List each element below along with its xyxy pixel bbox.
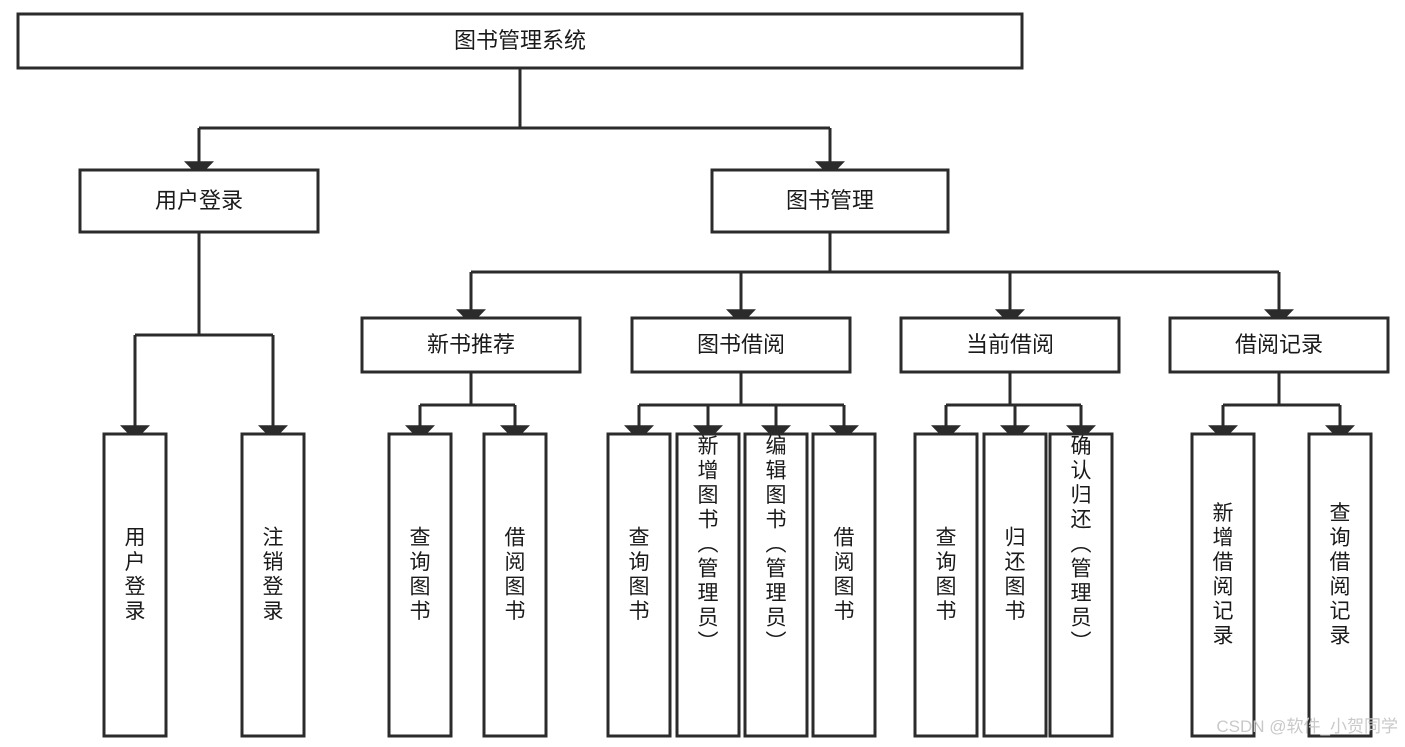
node-label-leaf-logout: 注销登录 xyxy=(263,526,284,623)
node-leaf-user-login[interactable]: 用户登录 xyxy=(102,432,168,738)
node-box-leaf-query-book-3[interactable] xyxy=(913,432,979,738)
node-label-leaf-query-book-1: 查询图书 xyxy=(410,526,431,623)
node-box-leaf-logout[interactable] xyxy=(240,432,306,738)
node-box-book-borrow[interactable] xyxy=(630,316,852,374)
connector-from-book-manage xyxy=(456,232,1294,325)
node-box-leaf-edit-book[interactable] xyxy=(743,432,809,738)
node-box-leaf-borrow-book-2[interactable] xyxy=(811,432,877,738)
node-leaf-query-book-1[interactable]: 查询图书 xyxy=(387,432,453,738)
node-label-user-login: 用户登录 xyxy=(155,188,243,213)
node-box-root[interactable] xyxy=(16,12,1024,70)
node-label-borrow-record: 借阅记录 xyxy=(1235,332,1323,357)
node-label-book-borrow: 图书借阅 xyxy=(697,332,785,357)
node-label-leaf-query-book-2: 查询图书 xyxy=(629,526,650,623)
node-label-leaf-borrow-book-2: 借阅图书 xyxy=(834,526,855,623)
node-box-leaf-user-login[interactable] xyxy=(102,432,168,738)
csdn-watermark: CSDN @软件_小贺同学 xyxy=(1216,717,1398,736)
node-label-leaf-query-book-3: 查询图书 xyxy=(936,526,957,623)
node-new-book-rec[interactable]: 新书推荐 xyxy=(360,316,582,374)
node-boxes: 图书管理系统用户登录图书管理新书推荐图书借阅当前借阅借阅记录用户登录注销登录查询… xyxy=(16,12,1390,738)
connector-from-user-login xyxy=(120,232,288,441)
node-leaf-query-book-2[interactable]: 查询图书 xyxy=(606,432,672,738)
node-box-borrow-record[interactable] xyxy=(1168,316,1390,374)
node-root[interactable]: 图书管理系统 xyxy=(16,12,1024,70)
node-label-new-book-rec: 新书推荐 xyxy=(427,332,515,357)
connector-from-book-borrow xyxy=(624,372,859,441)
node-leaf-confirm-return[interactable]: 确认归还︵管理员︶ xyxy=(1048,432,1114,738)
node-leaf-query-record[interactable]: 查询借阅记录 xyxy=(1307,432,1373,738)
node-leaf-add-book[interactable]: 新增图书︵管理员︶ xyxy=(675,432,741,738)
node-label-leaf-add-book: 新增图书︵管理员︶ xyxy=(698,435,719,654)
node-leaf-query-book-3[interactable]: 查询图书 xyxy=(913,432,979,738)
node-book-manage[interactable]: 图书管理 xyxy=(710,168,950,234)
node-leaf-return-book[interactable]: 归还图书 xyxy=(982,432,1048,738)
node-label-leaf-edit-book: 编辑图书︵管理员︶ xyxy=(766,435,787,654)
node-box-leaf-borrow-book-1[interactable] xyxy=(482,432,548,738)
node-leaf-logout[interactable]: 注销登录 xyxy=(240,432,306,738)
node-label-leaf-query-record: 查询借阅记录 xyxy=(1330,502,1351,648)
node-box-book-manage[interactable] xyxy=(710,168,950,234)
node-box-leaf-return-book[interactable] xyxy=(982,432,1048,738)
connector-edges xyxy=(120,68,1355,441)
node-label-leaf-add-record: 新增借阅记录 xyxy=(1213,502,1234,648)
node-box-leaf-confirm-return[interactable] xyxy=(1048,432,1114,738)
node-box-leaf-query-book-2[interactable] xyxy=(606,432,672,738)
node-current-borrow[interactable]: 当前借阅 xyxy=(899,316,1121,374)
connector-from-root xyxy=(184,68,845,177)
node-label-root: 图书管理系统 xyxy=(454,28,586,53)
connector-from-borrow-record xyxy=(1208,372,1355,441)
node-leaf-borrow-book-2[interactable]: 借阅图书 xyxy=(811,432,877,738)
node-leaf-edit-book[interactable]: 编辑图书︵管理员︶ xyxy=(743,432,809,738)
node-box-leaf-query-book-1[interactable] xyxy=(387,432,453,738)
node-user-login[interactable]: 用户登录 xyxy=(78,168,320,234)
node-label-book-manage: 图书管理 xyxy=(786,188,874,213)
node-box-new-book-rec[interactable] xyxy=(360,316,582,374)
node-book-borrow[interactable]: 图书借阅 xyxy=(630,316,852,374)
connector-from-new-book-rec xyxy=(405,372,530,441)
node-label-leaf-confirm-return: 确认归还︵管理员︶ xyxy=(1071,435,1092,654)
node-box-leaf-query-record[interactable] xyxy=(1307,432,1373,738)
connector-from-current-borrow xyxy=(931,372,1096,441)
node-label-leaf-borrow-book-1: 借阅图书 xyxy=(505,526,526,623)
node-label-leaf-return-book: 归还图书 xyxy=(1005,526,1026,623)
node-box-current-borrow[interactable] xyxy=(899,316,1121,374)
node-box-user-login[interactable] xyxy=(78,168,320,234)
node-leaf-add-record[interactable]: 新增借阅记录 xyxy=(1190,432,1256,738)
node-label-leaf-user-login: 用户登录 xyxy=(125,526,146,623)
node-leaf-borrow-book-1[interactable]: 借阅图书 xyxy=(482,432,548,738)
node-label-current-borrow: 当前借阅 xyxy=(966,332,1054,357)
node-box-leaf-add-record[interactable] xyxy=(1190,432,1256,738)
node-borrow-record[interactable]: 借阅记录 xyxy=(1168,316,1390,374)
node-box-leaf-add-book[interactable] xyxy=(675,432,741,738)
